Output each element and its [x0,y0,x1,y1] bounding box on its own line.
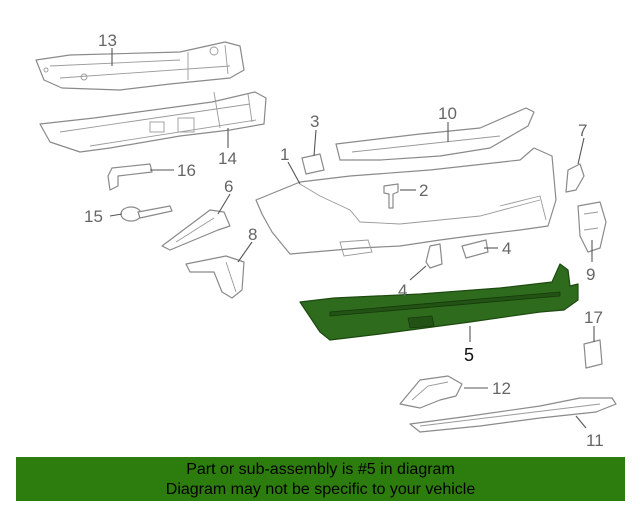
part-15-tow-hook [120,205,173,222]
part-3-clip [301,153,325,175]
callout-16: 16 [177,161,196,180]
part-7-bracket [565,163,585,193]
part-16-bracket [107,163,153,191]
part-17-cover [583,339,603,369]
callout-8: 8 [248,225,257,244]
banner-line-part: Part or sub-assembly is #5 in diagram [186,461,455,478]
part-9-bracket [577,201,607,253]
callout-14: 14 [218,149,237,168]
parts-diagram: 13 14 16 15 6 8 1 3 2 10 7 9 4 4 5 17 12… [35,31,617,450]
part-8-bracket [185,255,245,299]
part-13-reinforcement [35,41,245,91]
callout-5: 5 [464,345,474,365]
callout-11: 11 [586,431,604,450]
callout-2: 2 [419,181,428,200]
part-14-reinforcement [39,91,267,153]
callout-4-lower: 4 [398,281,407,300]
leader-lines [109,48,595,429]
info-banner: Part or sub-assembly is #5 in diagram Di… [16,457,625,501]
callout-10: 10 [438,104,457,123]
part-10-bracket [335,107,535,161]
callout-13: 13 [98,31,117,50]
callout-9: 9 [586,265,595,284]
part-5-lower-bumper-cover [299,263,579,341]
part-12-garnish [399,375,463,409]
callout-3: 3 [310,112,319,131]
callout-6: 6 [224,177,233,196]
callout-7: 7 [578,121,587,140]
part-2-push-pin [383,183,399,209]
banner-line-disclaimer: Diagram may not be specific to your vehi… [165,481,476,498]
callout-4-upper: 4 [502,239,511,258]
part-6-bracket [161,209,231,251]
part-4-spacers [425,239,489,269]
part-1-bumper-fascia [255,147,557,257]
callout-15: 15 [84,207,103,226]
callout-17: 17 [584,308,603,327]
callout-1: 1 [280,145,289,164]
part-11-diffuser [409,397,617,433]
callout-labels: 13 14 16 15 6 8 1 3 2 10 7 9 4 4 5 17 12… [84,31,604,450]
callout-12: 12 [492,379,511,398]
